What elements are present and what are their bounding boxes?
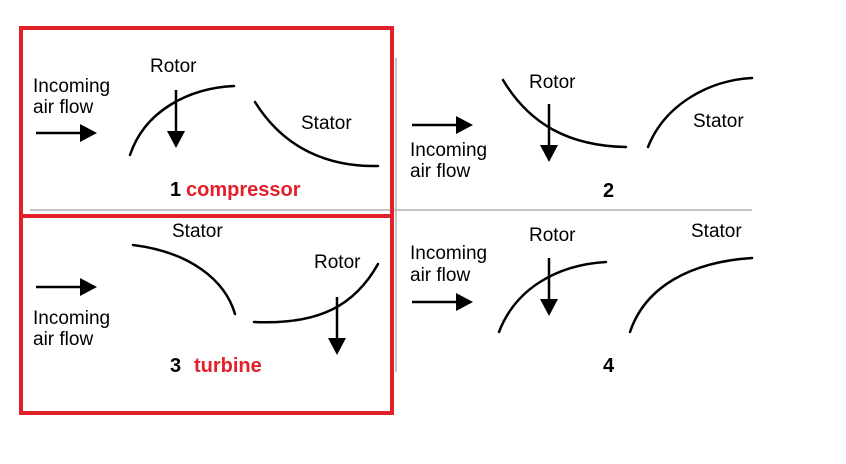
stator-label: Stator	[691, 221, 742, 242]
rotor-blade	[501, 78, 628, 149]
panel-number: 2	[603, 180, 614, 202]
panel-number: 4	[603, 355, 615, 377]
panel-3: Stator Incoming air flow Rotor 3 turbine	[33, 221, 380, 377]
stator-label: Stator	[693, 111, 744, 132]
incoming-label-line1: Incoming	[33, 76, 110, 97]
rotor-blade	[497, 260, 608, 334]
airflow-arrow-icon	[412, 293, 473, 311]
rotor-label: Rotor	[150, 56, 197, 77]
panel-number: 1	[170, 179, 181, 201]
incoming-label-line2: air flow	[410, 265, 470, 286]
turbine-highlight-box	[19, 214, 394, 415]
rotor-label: Rotor	[314, 252, 361, 273]
rotor-arrow-icon	[540, 258, 558, 316]
stator-blade	[131, 243, 237, 316]
rotor-blade	[252, 262, 380, 324]
stator-blade	[646, 76, 754, 149]
rotor-blade	[128, 84, 236, 157]
turbine-label: turbine	[194, 355, 262, 377]
incoming-label-line2: air flow	[33, 97, 93, 118]
panel-1: Incoming air flow Rotor Stator 1 compres…	[33, 56, 380, 201]
incoming-label-line1: Incoming	[33, 308, 110, 329]
incoming-label-line1: Incoming	[410, 243, 487, 264]
stator-label: Stator	[301, 113, 352, 134]
airflow-arrow-icon	[36, 278, 97, 296]
incoming-label-line1: Incoming	[410, 140, 487, 161]
stator-label: Stator	[172, 221, 223, 242]
panel-number: 3	[170, 355, 181, 377]
incoming-label-line2: air flow	[33, 329, 93, 350]
panel-2: Rotor Stator Incoming air flow 2	[410, 72, 754, 202]
airflow-arrow-icon	[412, 116, 473, 134]
rotor-arrow-icon	[328, 297, 346, 355]
rotor-label: Rotor	[529, 72, 576, 93]
airflow-arrow-icon	[36, 124, 97, 142]
stator-blade	[253, 100, 380, 168]
stator-blade	[628, 256, 754, 334]
rotor-label: Rotor	[529, 225, 576, 246]
compressor-label: compressor	[186, 179, 301, 201]
incoming-label-line2: air flow	[410, 161, 470, 182]
rotor-arrow-icon	[540, 104, 558, 162]
rotor-arrow-icon	[167, 90, 185, 148]
panel-4: Incoming air flow Rotor Stator 4	[410, 221, 754, 377]
